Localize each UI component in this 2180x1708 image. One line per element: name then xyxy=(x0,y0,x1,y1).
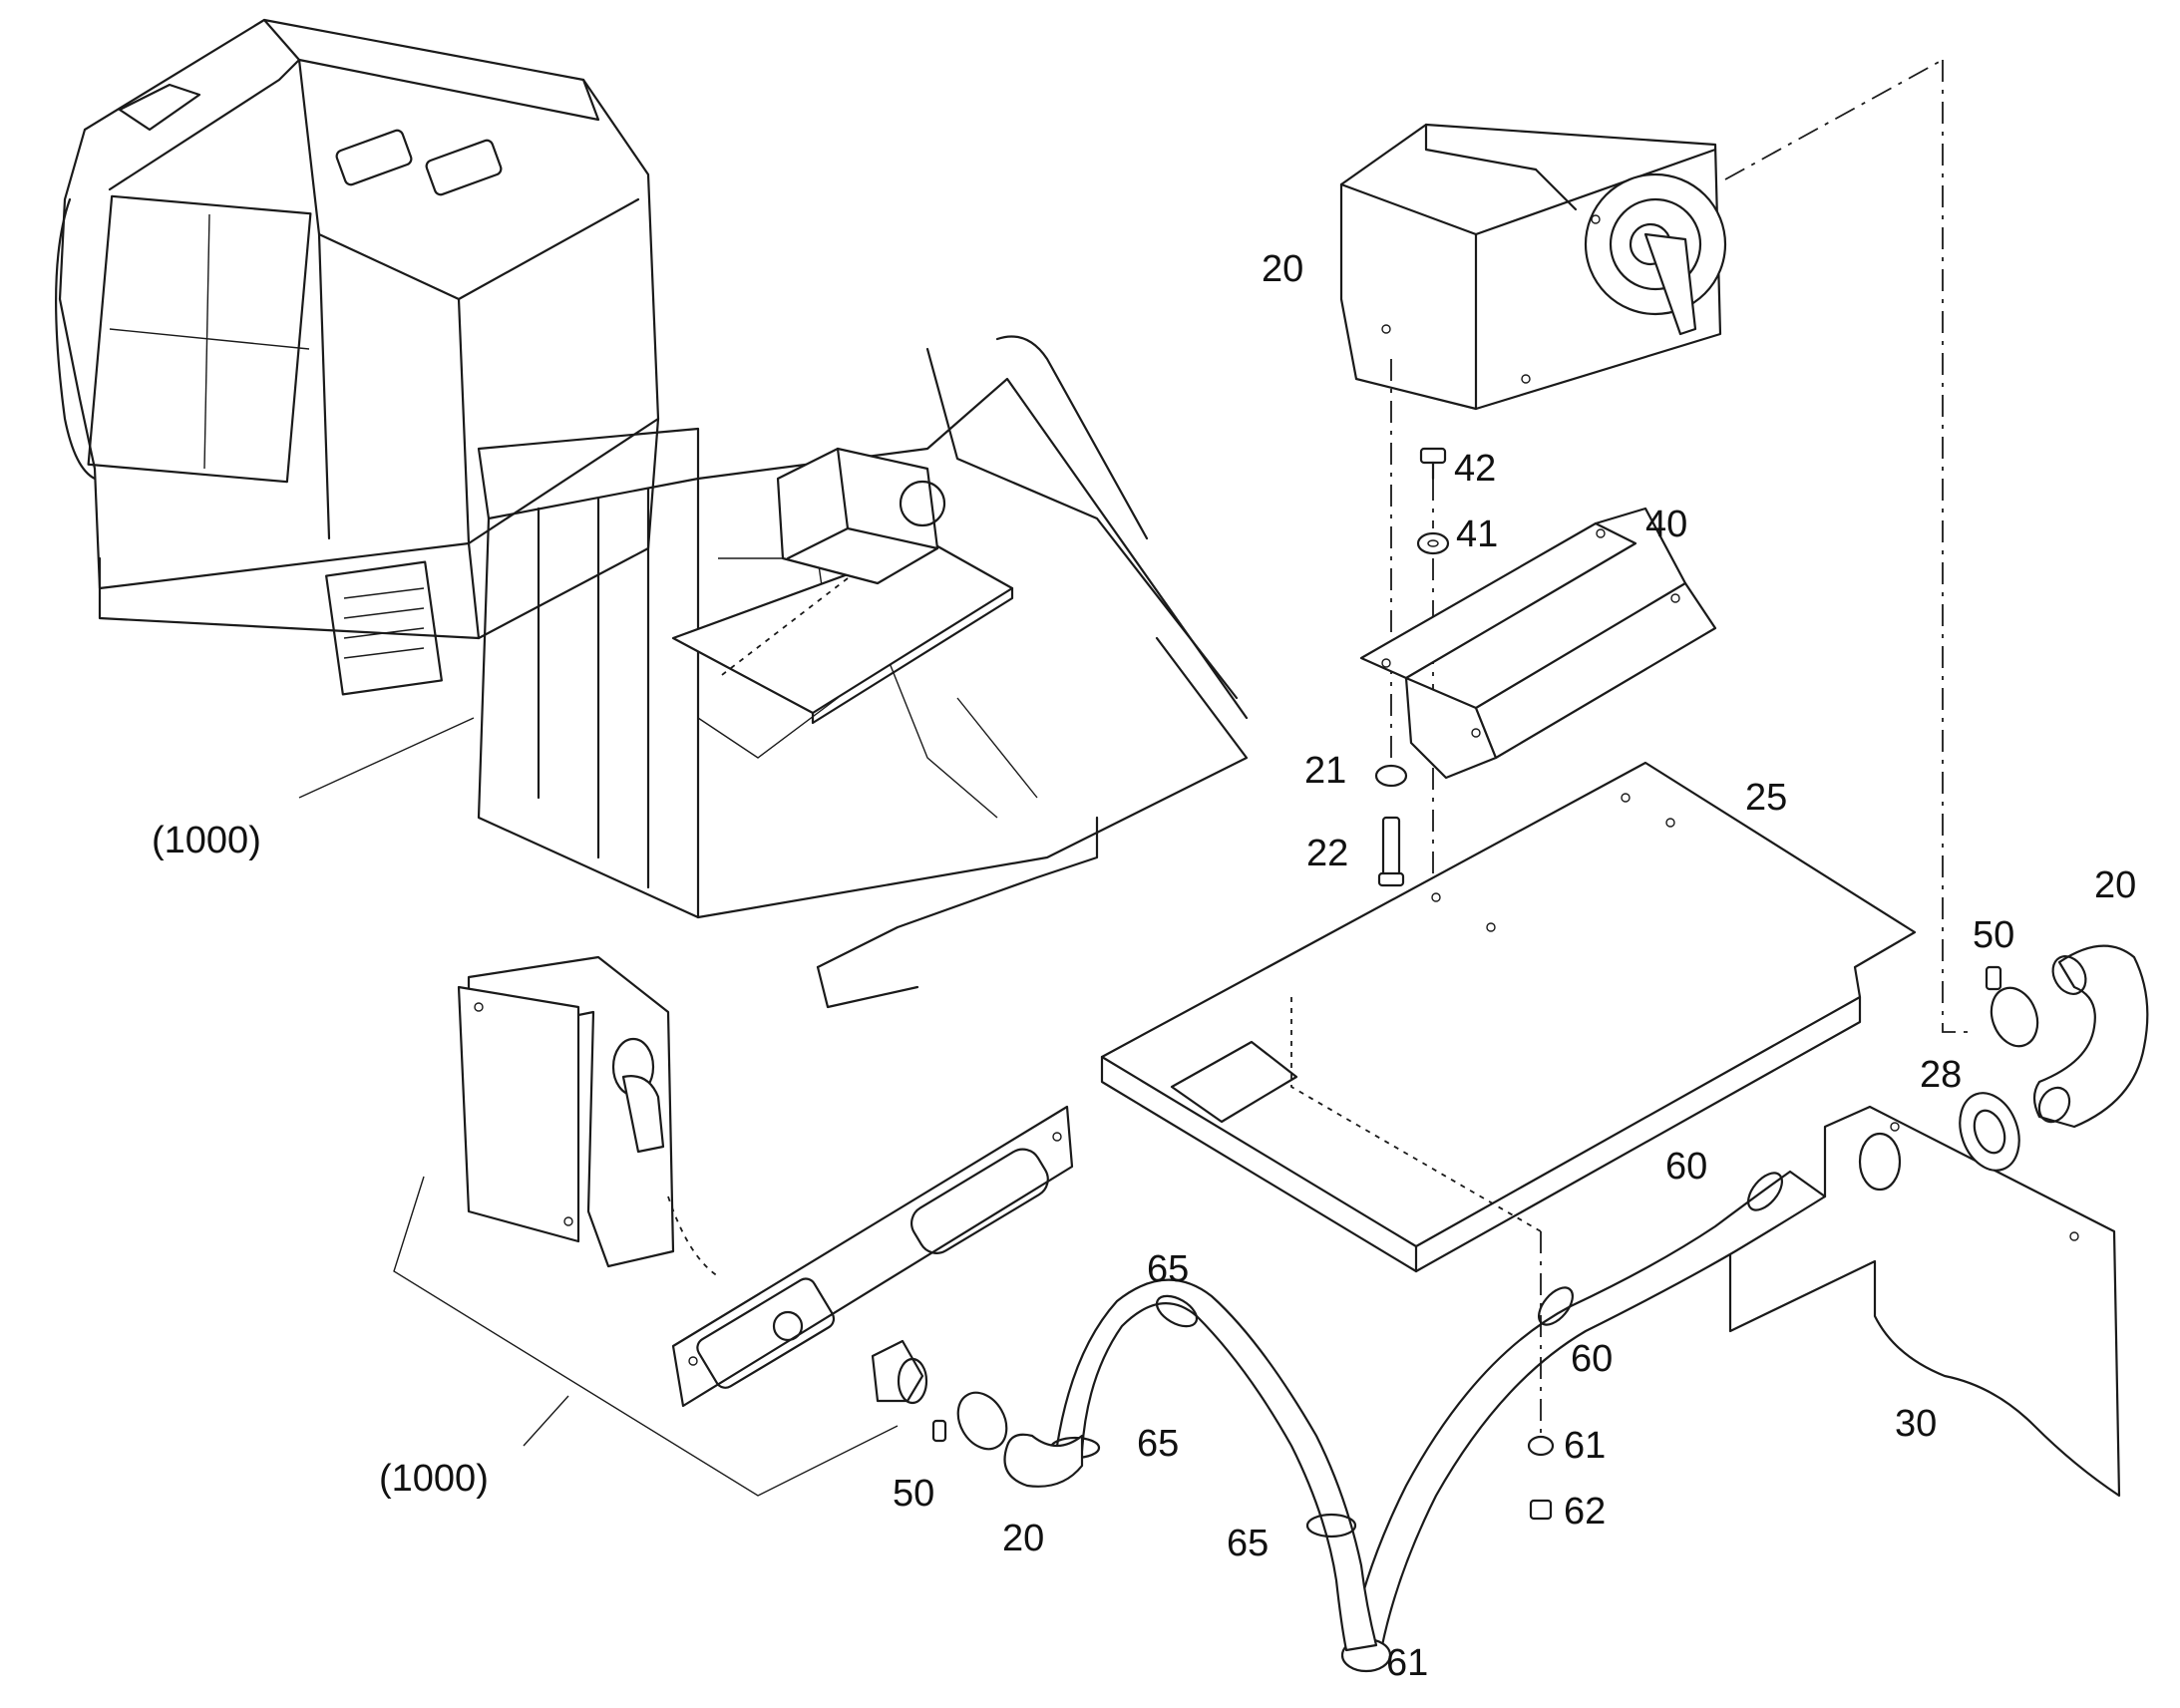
label-1000-top: (1000) xyxy=(152,820,261,861)
floor-plate-25 xyxy=(1100,761,1917,1273)
hose-clamp-50-right xyxy=(1985,965,2039,1048)
label-25: 25 xyxy=(1745,777,1787,819)
leader-1000-top xyxy=(298,717,475,799)
label-1000-bottom: (1000) xyxy=(379,1458,489,1500)
label-62: 62 xyxy=(1564,1491,1606,1533)
label-20-right: 20 xyxy=(2094,864,2136,906)
bracket-40 xyxy=(1359,507,1717,780)
nut-61 xyxy=(1527,1435,1555,1457)
grommet-28 xyxy=(1959,1092,2020,1172)
heater-unit xyxy=(1339,123,1727,411)
operator-cab xyxy=(55,18,660,696)
label-50-right: 50 xyxy=(1973,914,2014,956)
label-60-top: 60 xyxy=(1665,1146,1707,1188)
hose-65 xyxy=(1049,1278,1378,1652)
axis-right-outlet xyxy=(1942,60,1975,1033)
label-61-right: 61 xyxy=(1564,1425,1606,1467)
washer-21 xyxy=(1374,764,1408,788)
label-65-top: 65 xyxy=(1147,1248,1189,1290)
label-41: 41 xyxy=(1456,513,1498,555)
cab-vent-grille xyxy=(325,560,443,696)
nut-62 xyxy=(1529,1499,1553,1521)
washer-41 xyxy=(1416,531,1450,555)
label-28: 28 xyxy=(1920,1054,1962,1096)
bolt-42 xyxy=(1419,447,1447,481)
axis-right-top xyxy=(1724,59,1944,180)
label-65-bottom: 65 xyxy=(1227,1523,1269,1564)
label-20-heater: 20 xyxy=(1262,248,1303,290)
bolt-22 xyxy=(1377,816,1405,887)
duct-panel xyxy=(671,1105,1074,1408)
heater-box-lower xyxy=(457,955,719,1277)
duct-adapter xyxy=(871,1339,928,1405)
hose-clamp-50-bottom xyxy=(931,1391,1008,1451)
label-22: 22 xyxy=(1306,833,1348,874)
label-40: 40 xyxy=(1645,504,1687,545)
elbow-hose-20-bottom xyxy=(1003,1433,1084,1488)
leader-1000-bottom xyxy=(393,1176,899,1497)
cover-panel-30 xyxy=(1728,1105,2121,1498)
label-42: 42 xyxy=(1454,448,1496,490)
label-30: 30 xyxy=(1895,1403,1937,1445)
label-61-bottom: 61 xyxy=(1386,1642,1428,1684)
elbow-hose-20-right xyxy=(2032,944,2149,1129)
label-60-mid: 60 xyxy=(1571,1338,1613,1380)
label-21: 21 xyxy=(1304,750,1346,792)
label-65-mid: 65 xyxy=(1137,1423,1179,1465)
upper-frame-assembly xyxy=(477,335,1249,1009)
label-20-bottom: 20 xyxy=(1002,1518,1044,1559)
label-50-bottom: 50 xyxy=(893,1473,934,1515)
part-labels: (1000) (1000) 20 20 20 42 41 40 21 22 25… xyxy=(152,248,2136,1684)
